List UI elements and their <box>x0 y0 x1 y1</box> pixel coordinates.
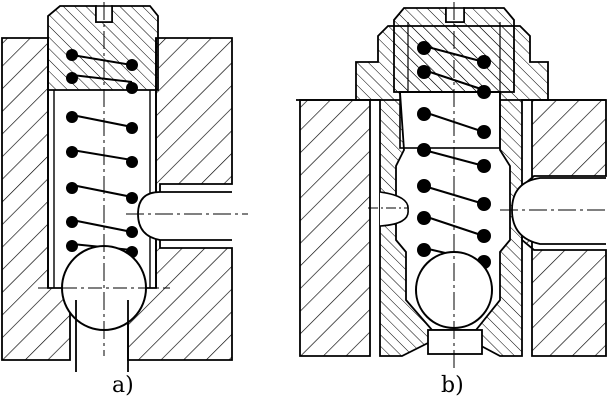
caption-b: b) <box>441 373 464 398</box>
bottom-pin-b <box>427 329 483 355</box>
side-notch-left-b <box>379 191 409 227</box>
plug-slot-b <box>445 7 465 23</box>
detent-pin-a <box>137 191 232 241</box>
figure-b <box>296 2 607 372</box>
spring-cup-b <box>399 91 501 149</box>
side-pin-right-b <box>511 177 606 245</box>
spring-ends-a <box>66 49 138 258</box>
figure-a <box>1 2 248 372</box>
body-left-b <box>299 99 371 357</box>
caption-a: a) <box>112 373 134 398</box>
spring-ends-b <box>417 41 491 269</box>
